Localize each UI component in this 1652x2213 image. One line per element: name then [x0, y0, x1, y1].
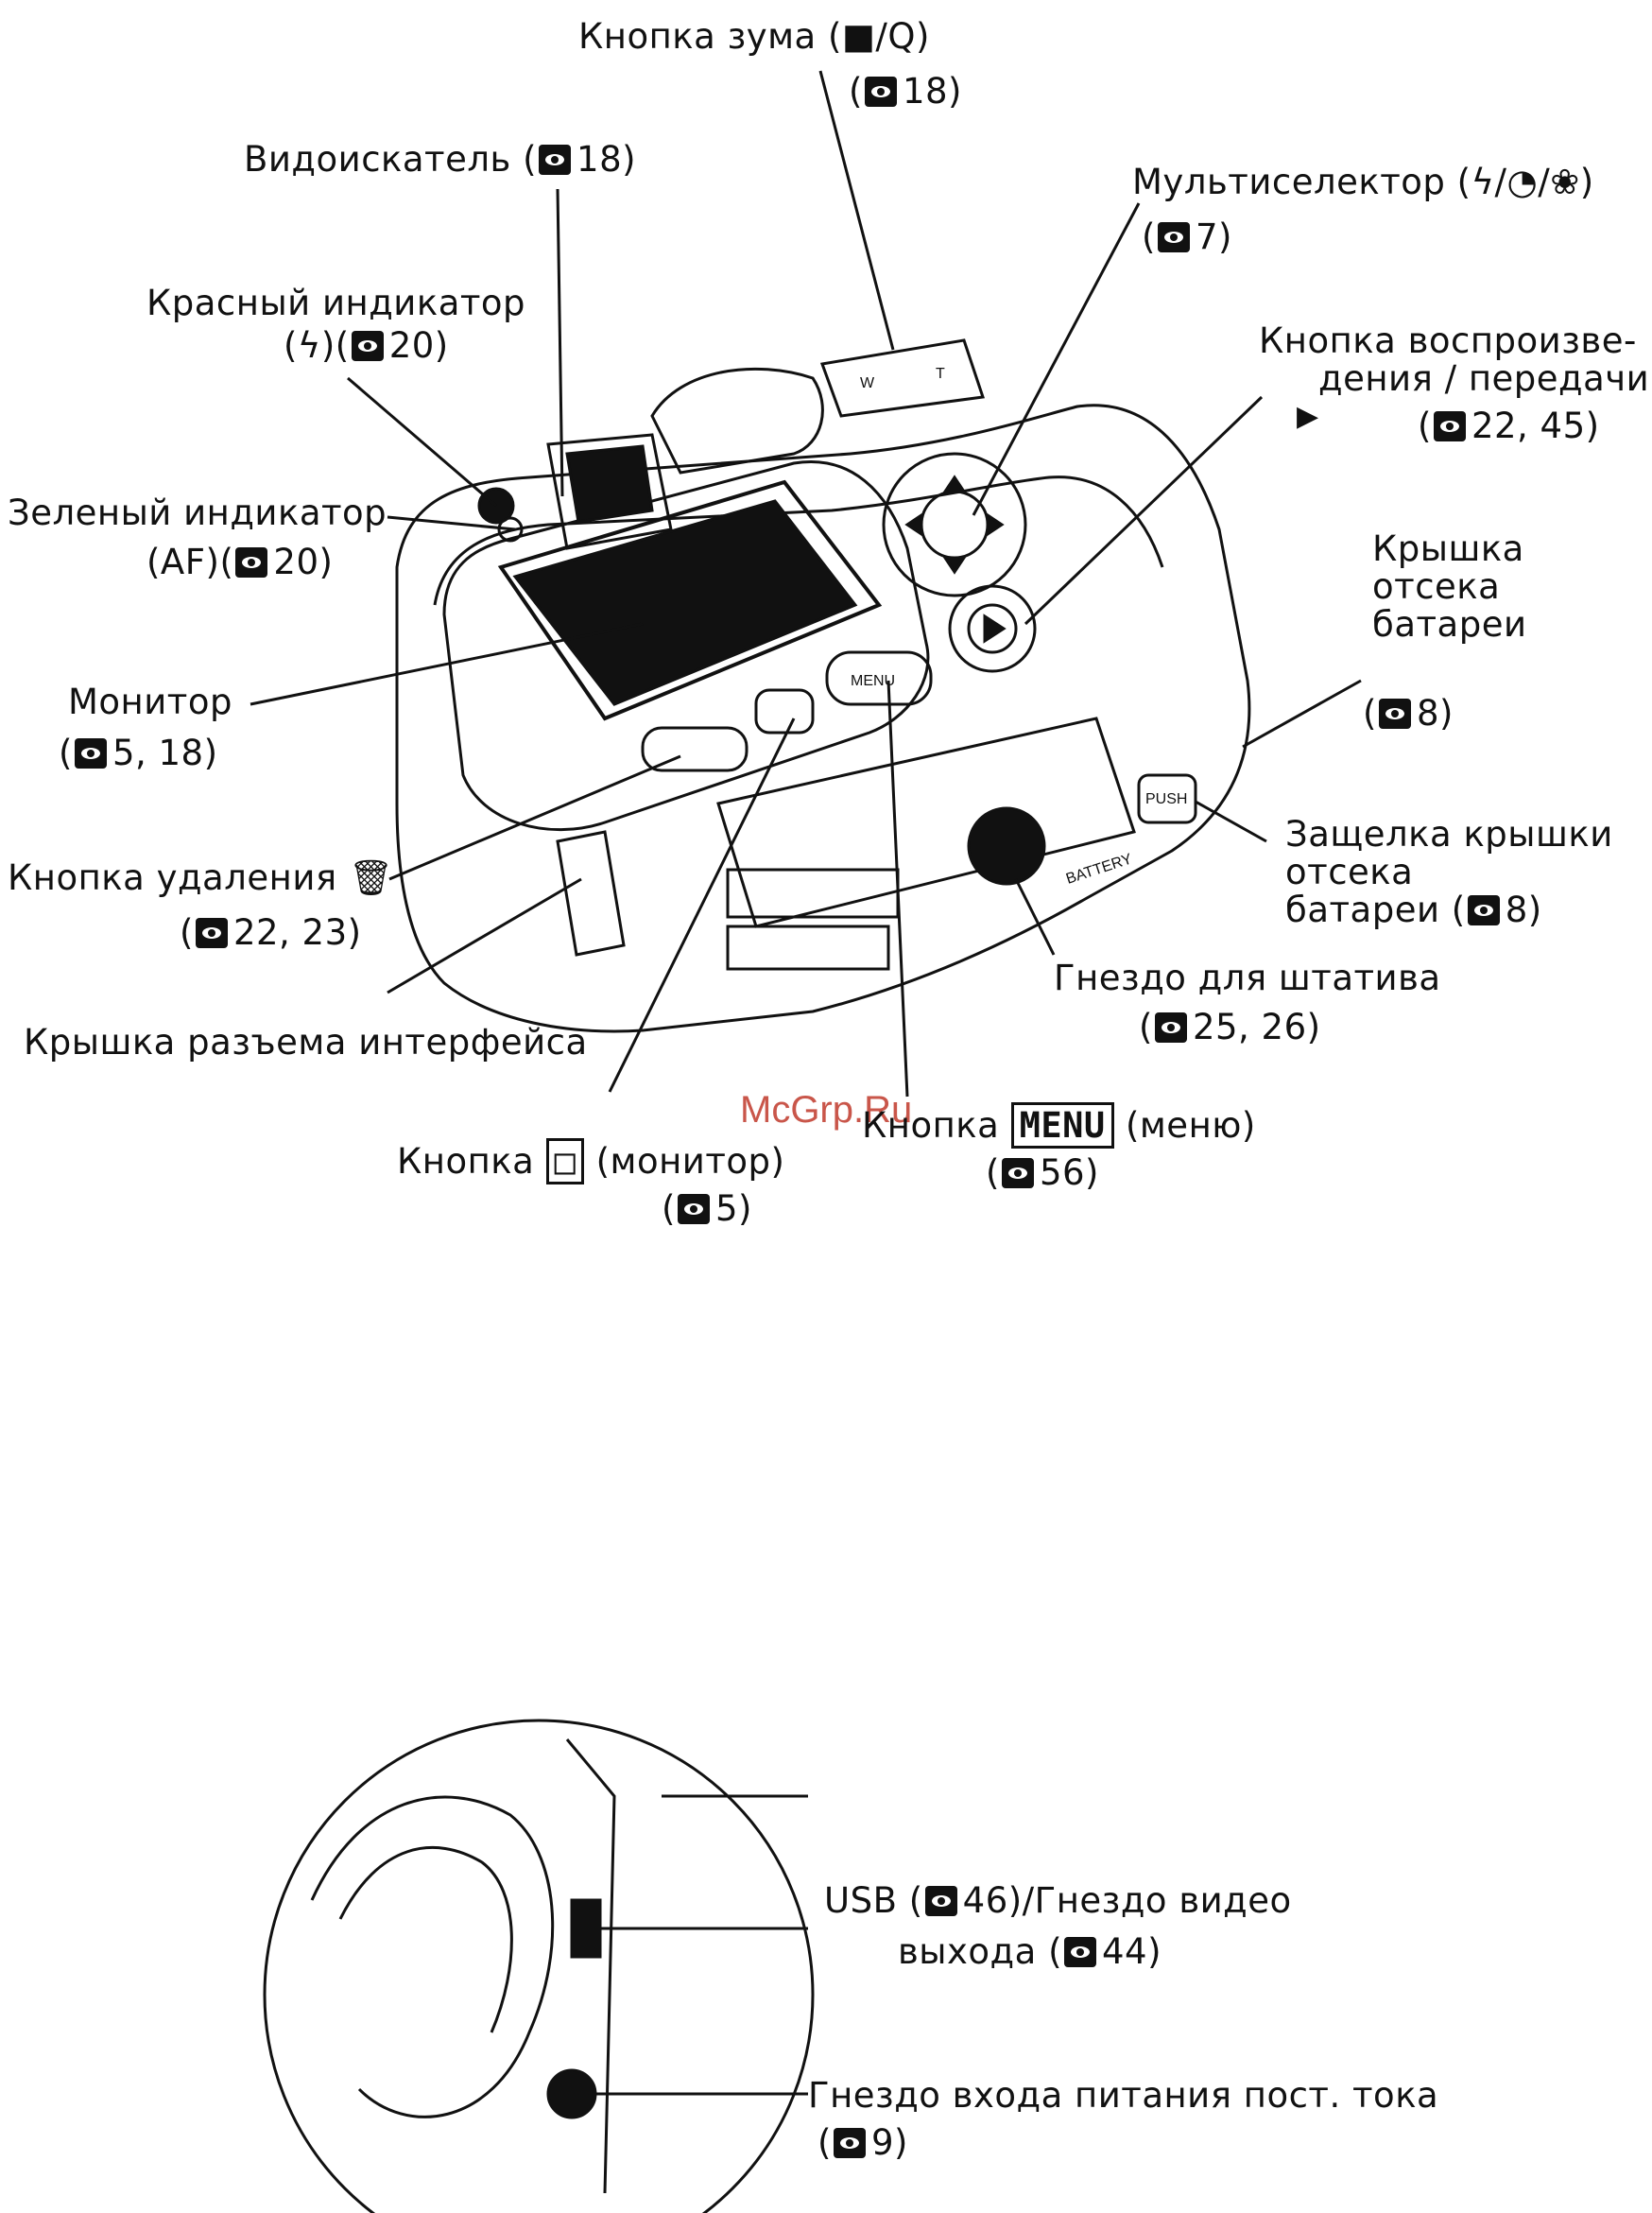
battery-latch-label-3: батареи (8) [1285, 890, 1542, 930]
playback-icon: ▶ [1297, 400, 1319, 433]
usb-label-line1: USB (46)/Гнездо видео [824, 1880, 1292, 1921]
monitor-button-label: Кнопка □ (монитор) [397, 1138, 784, 1184]
menu-button-text: MENU [851, 673, 895, 689]
monitor-frame [497, 479, 883, 721]
dc-in-port-shape [546, 2068, 597, 2119]
eye-ref-icon [1157, 222, 1190, 252]
connector-plate-2 [726, 925, 890, 971]
interface-cover-label: Крышка разъема интерфейса [24, 1022, 588, 1063]
multiselector-label: Мультиселектор (ϟ/◔/❀) [1132, 162, 1594, 202]
mode-dial-area [650, 367, 824, 475]
camera-body-outline [395, 404, 1251, 1033]
playback-label-line1: Кнопка воспроизве- [1259, 320, 1637, 361]
multiselector-ref: (7) [1142, 216, 1232, 257]
green-indicator-label: Зеленый индикатор [8, 493, 387, 533]
monitor-ref: (5, 18) [59, 733, 218, 773]
zoom-rocker [819, 338, 985, 418]
menu-key-icon: MENU [1010, 1102, 1114, 1149]
battery-latch-label-1: Защелка крышки [1285, 814, 1613, 855]
eye-ref-icon [74, 738, 107, 769]
connector-plate-1 [726, 868, 900, 919]
menu-button-shape [825, 650, 933, 706]
eye-ref-icon [864, 77, 897, 107]
monitor-bezel [442, 460, 930, 832]
zoom-t-text: T [936, 366, 945, 382]
trash-icon: 🗑 [348, 857, 394, 898]
dc-in-label: Гнездо входа питания пост. тока [808, 2075, 1439, 2116]
eye-ref-icon [833, 2128, 866, 2158]
menu-button-ref: (56) [986, 1152, 1099, 1193]
eye-ref-icon [1064, 1937, 1097, 1967]
viewfinder-frame [546, 433, 673, 550]
inset-lens [310, 1795, 555, 2118]
zoom-button-label: Кнопка зума (■/Q) [578, 16, 930, 57]
playback-label-line2: дения / передачи [1318, 358, 1650, 399]
eye-ref-icon [1154, 1012, 1187, 1043]
viewfinder-label: Видоискатель (18) [244, 139, 637, 180]
zoom-button-ref: (18) [849, 71, 962, 112]
tripod-socket [967, 806, 1046, 886]
monitor-screen [512, 499, 858, 706]
usb-port-shape [570, 1898, 602, 1959]
viewfinder-window [565, 444, 654, 524]
eye-ref-icon [1433, 411, 1466, 441]
playback-ref: (22, 45) [1418, 406, 1600, 446]
battery-latch-label-2: отсека [1285, 852, 1414, 892]
battery-cover-label-1: Крышка [1372, 528, 1524, 569]
tripod-socket-ref: (25, 26) [1139, 1007, 1321, 1047]
playback-button [967, 603, 1018, 654]
multiselector-center [920, 490, 989, 560]
eye-ref-icon [539, 145, 572, 175]
eye-ref-icon [1378, 699, 1411, 729]
delete-button-shape [641, 726, 749, 772]
zoom-w-text: W [860, 375, 875, 391]
battery-text: BATTERY [1064, 851, 1134, 888]
camera-body-inner-outline [433, 475, 1164, 606]
inset-body-edge [565, 1738, 616, 2194]
interface-cover-shape [556, 830, 626, 957]
watermark: McGrp.Ru [740, 1089, 913, 1131]
tripod-socket-label: Гнездо для штатива [1054, 958, 1441, 998]
eye-ref-icon [924, 1886, 957, 1916]
dc-in-ref: (9) [817, 2122, 908, 2163]
eye-ref-icon [1467, 895, 1500, 925]
eye-ref-icon [1001, 1158, 1034, 1188]
inset-lens-ring [338, 1845, 513, 2033]
eye-ref-icon [195, 918, 228, 948]
monitor-label: Монитор [68, 682, 232, 722]
battery-cover-label-3: батареи [1372, 604, 1527, 645]
bottom-panel [716, 717, 1136, 928]
eye-ref-icon [677, 1194, 710, 1224]
monitor-button-shape [754, 688, 815, 735]
battery-cover-label-2: отсека [1372, 566, 1501, 607]
battery-latch-shape [1137, 773, 1197, 824]
eye-ref-icon [351, 331, 384, 361]
playback-button-ring [948, 584, 1037, 673]
green-indicator-ref: (AF)(20) [146, 542, 334, 582]
latch-text: PUSH [1145, 791, 1187, 807]
inset-circle [263, 1719, 815, 2213]
monitor-key-icon: □ [545, 1138, 585, 1184]
usb-label-line2: выхода (44) [898, 1931, 1162, 1972]
red-indicator-ref: (ϟ)(20) [284, 325, 449, 366]
red-indicator-label: Красный индикатор [146, 283, 526, 323]
green-indicator-lamp [497, 516, 524, 543]
delete-button-ref: (22, 23) [180, 912, 362, 953]
monitor-button-ref: (5) [662, 1188, 752, 1229]
multiselector-ring [882, 452, 1027, 597]
delete-button-label: Кнопка удаления 🗑 [8, 857, 394, 898]
eye-ref-icon [235, 547, 268, 578]
menu-button-label: Кнопка MENU (меню) [862, 1102, 1256, 1149]
battery-cover-ref: (8) [1363, 693, 1454, 734]
